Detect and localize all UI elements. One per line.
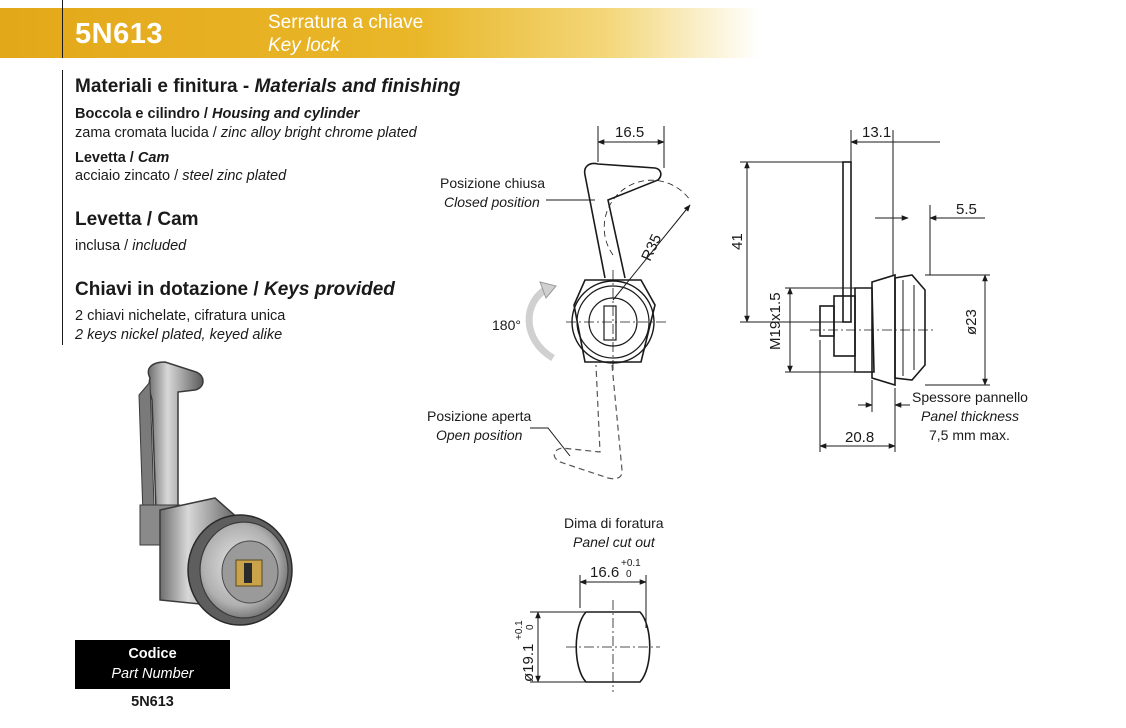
cutout-height-tol-lower: 0 bbox=[525, 624, 536, 630]
cutout-title-it: Dima di foratura bbox=[564, 515, 664, 531]
keys-line-1: 2 chiavi nichelate, cifratura unica bbox=[75, 308, 286, 324]
cam-value: acciaio zincato / steel zinc plated bbox=[75, 168, 287, 184]
cam-heading: Levetta / Cam bbox=[75, 209, 199, 230]
product-code: 5N613 bbox=[75, 18, 163, 50]
cam-included: inclusa / included bbox=[75, 238, 187, 254]
dim-diameter-23: ø23 bbox=[963, 309, 980, 335]
left-rule-top bbox=[62, 0, 63, 58]
keys-heading: Chiavi in dotazione / Keys provided bbox=[75, 279, 395, 300]
header-bar bbox=[0, 8, 760, 58]
dim-41: 41 bbox=[729, 233, 746, 250]
cutout-width: 16.6 bbox=[590, 564, 619, 581]
cutout-width-tol-upper: +0.1 bbox=[621, 558, 641, 569]
dim-5-5: 5.5 bbox=[956, 201, 977, 218]
cutout-drawing bbox=[530, 575, 660, 692]
open-position-it: Posizione aperta bbox=[427, 408, 532, 424]
housing-label: Boccola e cilindro / Housing and cylinde… bbox=[75, 106, 360, 122]
housing-value: zama cromata lucida / zinc alloy bright … bbox=[75, 125, 417, 141]
front-view-drawing bbox=[525, 126, 691, 480]
materials-heading: Materiali e finitura - Materials and fin… bbox=[75, 76, 461, 97]
rotation-label: 180° bbox=[492, 317, 521, 333]
part-number-value: 5N613 bbox=[131, 694, 174, 710]
panel-thickness-en: Panel thickness bbox=[921, 408, 1019, 424]
dim-13-1: 13.1 bbox=[862, 124, 891, 141]
cutout-title-en: Panel cut out bbox=[573, 534, 656, 550]
cutout-height-tol-upper: +0.1 bbox=[514, 620, 525, 640]
title-english: Key lock bbox=[268, 35, 340, 56]
dim-radius-r35: R35 bbox=[638, 232, 665, 264]
closed-position-it: Posizione chiusa bbox=[440, 175, 545, 191]
cutout-height: ø19.1 bbox=[520, 644, 537, 682]
side-view-drawing bbox=[740, 130, 990, 452]
part-number-box: Codice Part Number bbox=[75, 640, 230, 689]
dim-width-16-5: 16.5 bbox=[615, 124, 644, 141]
closed-position-en: Closed position bbox=[444, 194, 540, 210]
open-position-en: Open position bbox=[436, 427, 523, 443]
title-italian: Serratura a chiave bbox=[268, 12, 424, 33]
part-number-label-en: Part Number bbox=[111, 666, 194, 682]
panel-thickness-it: Spessore pannello bbox=[912, 389, 1028, 405]
product-photo bbox=[138, 361, 293, 626]
dim-20-8: 20.8 bbox=[845, 429, 874, 446]
keys-line-2: 2 keys nickel plated, keyed alike bbox=[75, 327, 283, 343]
cutout-width-tol-lower: 0 bbox=[626, 569, 632, 580]
dim-m19: M19x1.5 bbox=[767, 292, 784, 350]
cam-label: Levetta / Cam bbox=[75, 150, 170, 166]
left-rule bbox=[62, 70, 63, 345]
panel-thickness-max: 7,5 mm max. bbox=[929, 427, 1010, 443]
part-number-label-it: Codice bbox=[128, 646, 177, 662]
